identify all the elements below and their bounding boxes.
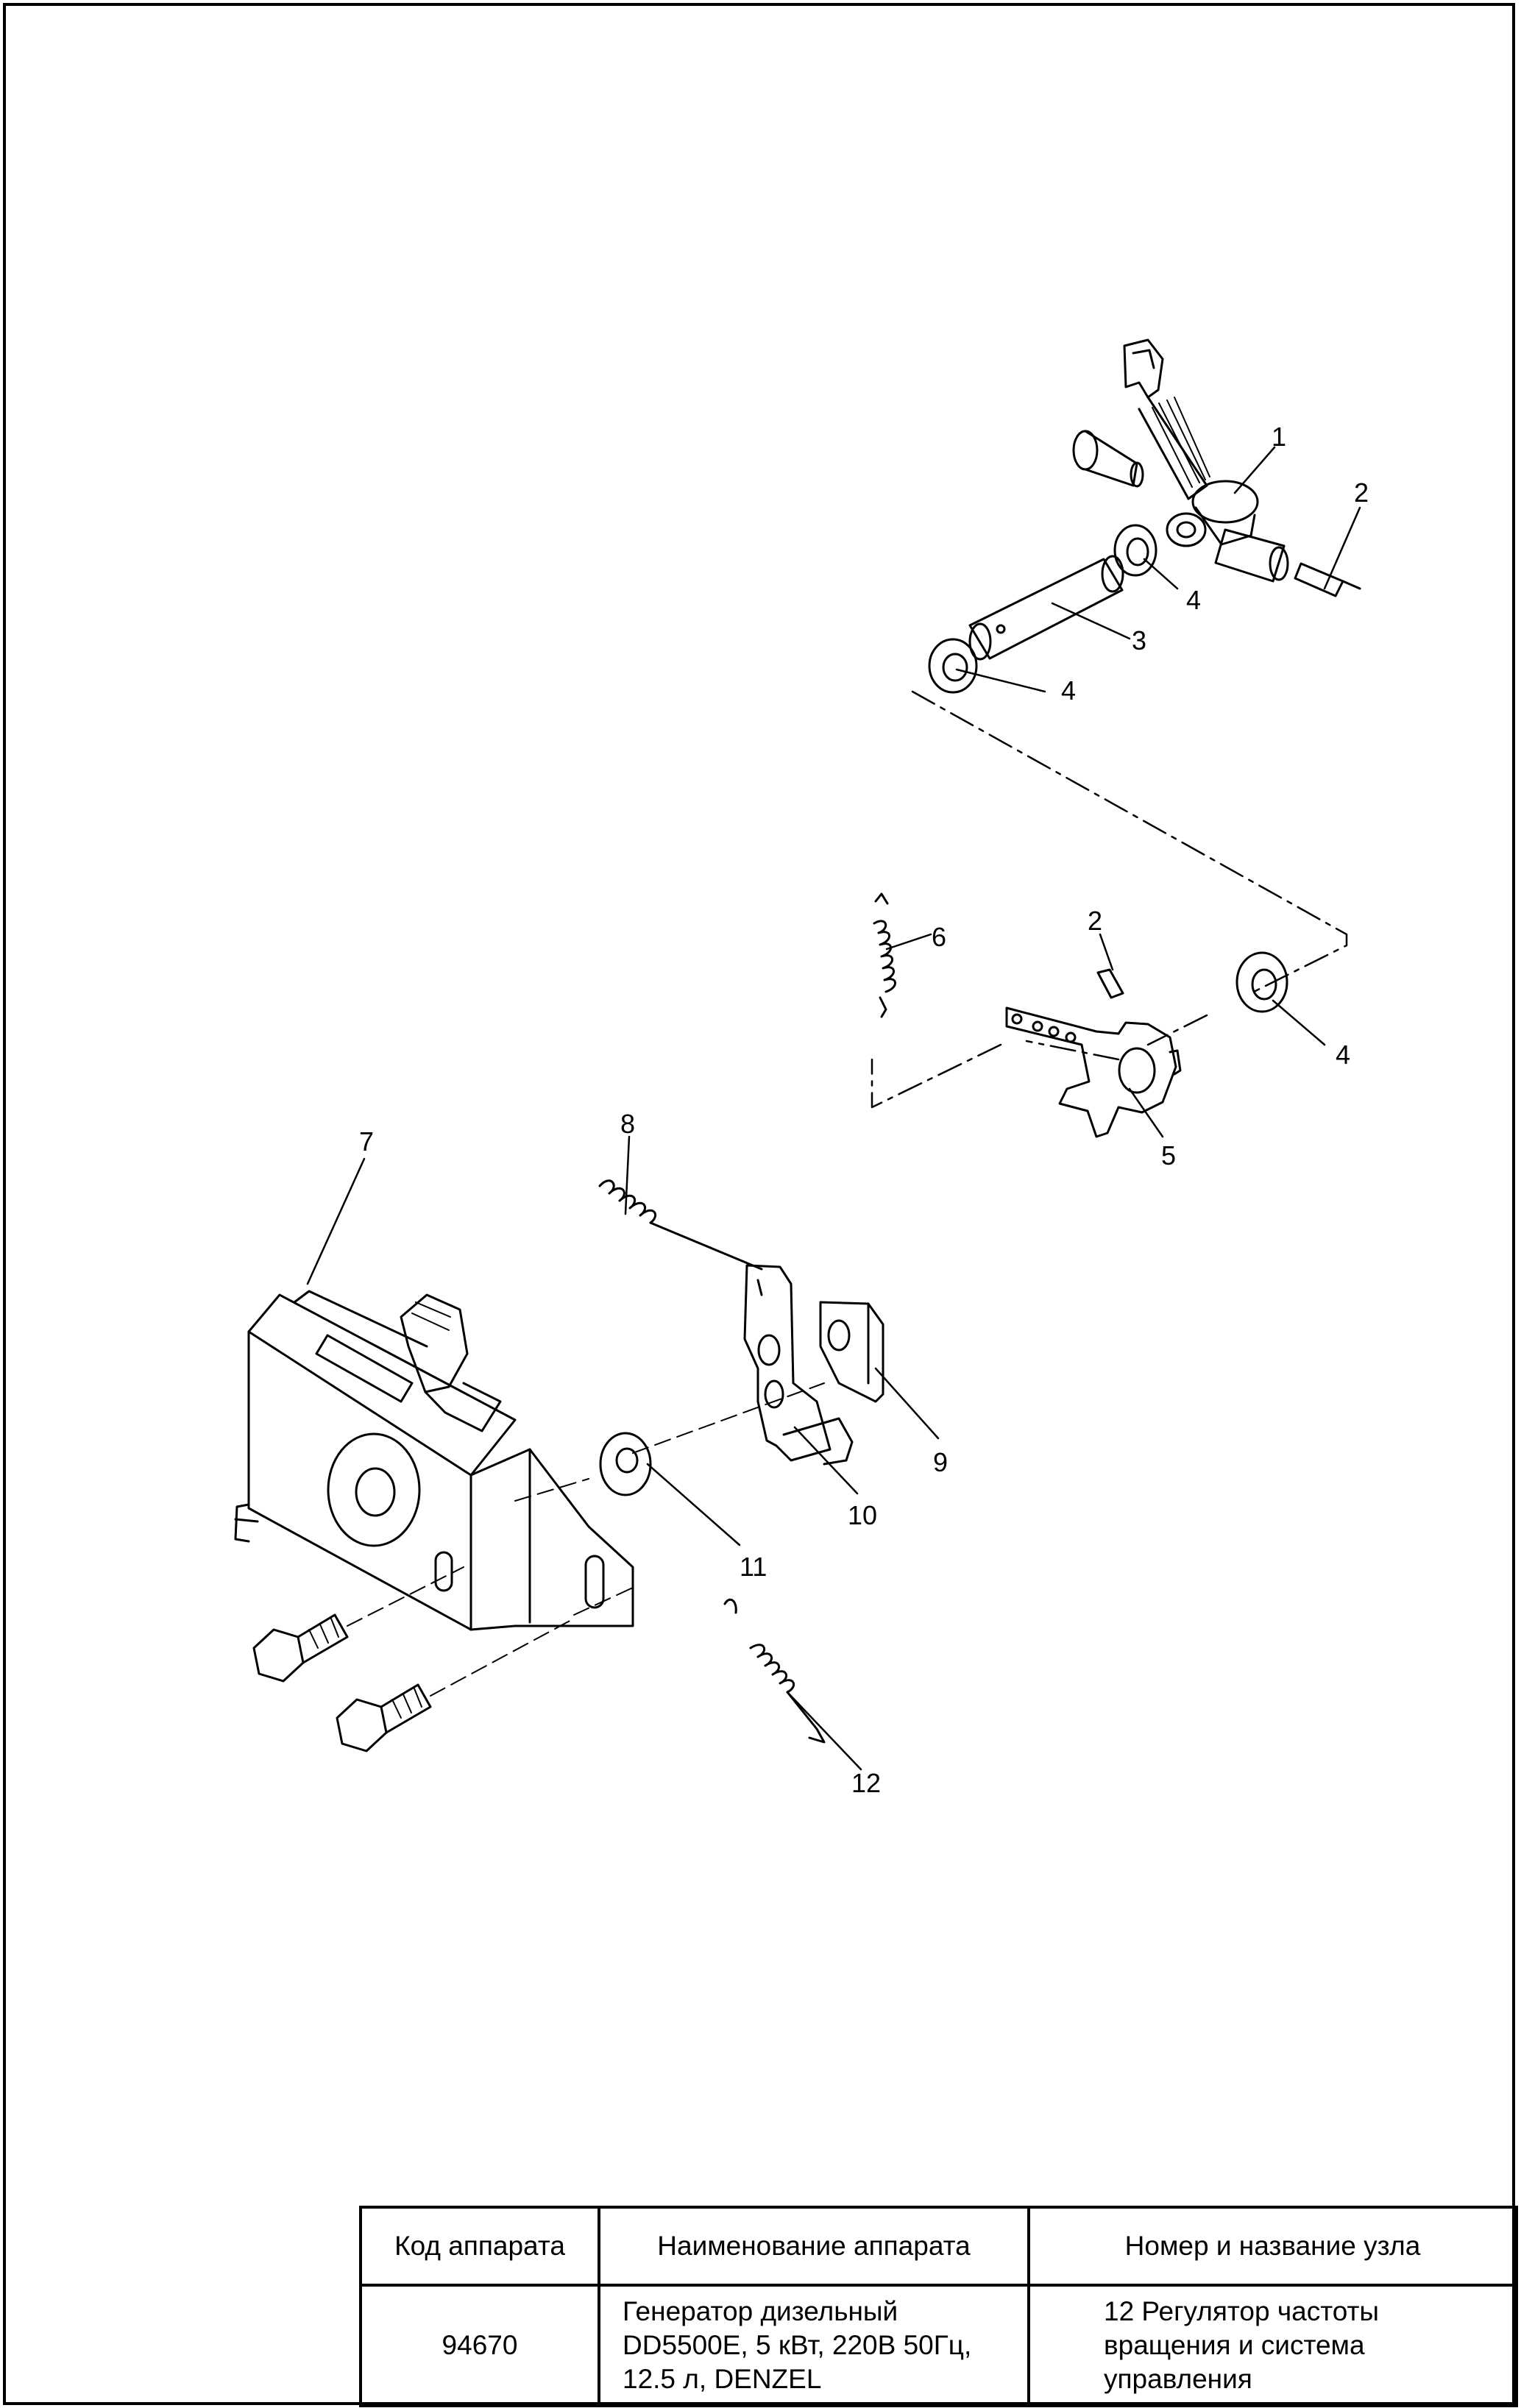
header-assembly: Номер и название узла (1027, 2206, 1518, 2287)
washer-upper (1113, 524, 1157, 577)
control-lever-part (1123, 338, 1289, 583)
washer-11-part (599, 1432, 652, 1496)
callout-4-b: 4 (1061, 675, 1076, 706)
callout-3: 3 (1132, 625, 1146, 656)
callout-12: 12 (851, 1768, 881, 1798)
callout-2: 2 (1354, 477, 1369, 508)
throttle-lever-part (743, 1264, 854, 1466)
device-name: Генератор дизельный DD5500E, 5 кВт, 220В… (598, 2284, 1030, 2407)
governor-arm-part (1005, 1006, 1182, 1138)
roll-pin-part (1294, 562, 1361, 597)
header-name: Наименование аппарата (598, 2206, 1030, 2287)
callout-4-c: 4 (1336, 1040, 1350, 1070)
callout-11: 11 (740, 1552, 767, 1582)
callout-7: 7 (359, 1126, 374, 1157)
governor-shaft-part (968, 555, 1124, 661)
washer-lower (1235, 951, 1288, 1013)
callout-1: 1 (1272, 422, 1286, 452)
header-code: Код аппарата (359, 2206, 600, 2287)
callout-2-b: 2 (1088, 906, 1102, 936)
callout-8: 8 (620, 1109, 635, 1139)
title-block-data-row: 94670 Генератор дизельный DD5500E, 5 кВт… (359, 2284, 1518, 2407)
title-block: Код аппарата Наименование аппарата Номер… (359, 2206, 1518, 2407)
assembly-name: 12 Регулятор частоты вращения и система … (1027, 2284, 1518, 2407)
spring-6-part (873, 892, 896, 1018)
washer-middle (928, 638, 978, 694)
callout-5: 5 (1161, 1140, 1176, 1171)
spring-12-part (723, 1598, 826, 1744)
callout-10: 10 (848, 1500, 877, 1530)
control-bracket-part (234, 1290, 634, 1631)
device-code: 94670 (359, 2284, 600, 2407)
title-block-header-row: Код аппарата Наименование аппарата Номер… (359, 2206, 1518, 2287)
stop-plate-part (819, 1301, 884, 1403)
callout-4-a: 4 (1186, 585, 1201, 615)
exploded-parts-diagram: 1 2 3 4 4 2 4 5 6 7 8 9 10 11 12 (234, 338, 1369, 1798)
callout-9: 9 (933, 1447, 948, 1477)
spring-8-part (598, 1179, 763, 1271)
callout-6: 6 (932, 922, 946, 952)
clevis-pin-part (1072, 430, 1144, 488)
flange-bolt-upper (252, 1613, 349, 1683)
flange-bolt-lower (336, 1683, 432, 1752)
roll-pin-2-part (1096, 968, 1124, 999)
